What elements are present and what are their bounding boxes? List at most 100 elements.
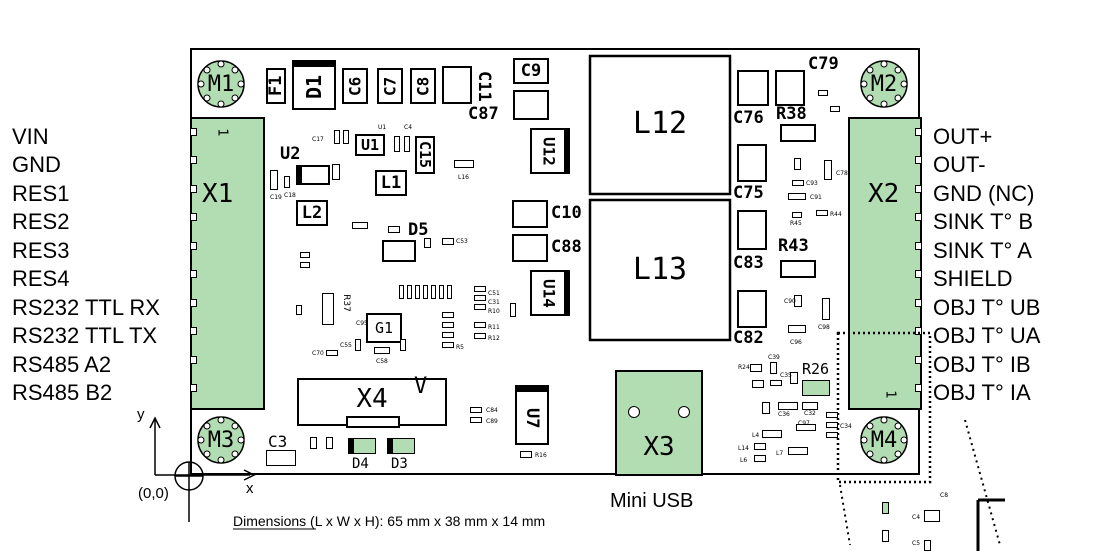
component-l2: L2 [296, 200, 328, 226]
pin-label-obj-ib: OBJ T° IB [933, 352, 1031, 377]
component-c76-pad [737, 70, 769, 106]
component-r26-body [802, 380, 830, 396]
tiny-label-c5: C5 [912, 540, 921, 547]
component-c9: C9 [513, 58, 549, 84]
pin-label-res3: RES3 [12, 238, 70, 263]
pin-label-res2: RES2 [12, 209, 70, 234]
component-l13: L13 [632, 251, 688, 287]
component-c75-label: C75 [733, 183, 764, 203]
component-r26-label: R26 [802, 360, 830, 378]
component-r38-label: R38 [776, 104, 807, 124]
component-d4-body [348, 438, 376, 454]
component-c87-pad [513, 90, 549, 120]
tiny-label-l14: L14 [738, 445, 749, 452]
pin-label-rs485-b2: RS485 B2 [12, 380, 113, 405]
component-c82-pad [737, 290, 767, 328]
tiny-label-c8: C8 [940, 492, 949, 499]
pin-label-rs232-tx: RS232 TTL TX [12, 323, 158, 348]
component-r37-label: R37 [340, 294, 351, 312]
component-l1: L1 [375, 170, 407, 196]
component-r38-pad [775, 70, 805, 106]
tiny-label-r45: R45 [790, 220, 802, 227]
component-c88-label: C88 [551, 237, 582, 257]
pin-label-sink-a: SINK T° A [933, 238, 1032, 263]
tiny-label-c95: C95 [356, 320, 368, 327]
mini-usb-label: Mini USB [610, 490, 694, 512]
connector-x1: X1 1 [190, 117, 265, 410]
tiny-label-c89: C89 [486, 418, 498, 425]
tiny-label-c51: C51 [488, 290, 500, 297]
connector-x4-key [346, 416, 400, 428]
component-c83-label: C83 [733, 253, 764, 273]
tiny-label-c90: C90 [784, 298, 796, 305]
component-c79-label: C79 [808, 54, 839, 74]
tiny-label-c91: C91 [810, 194, 822, 201]
component-u12: U12 [530, 128, 570, 174]
tiny-label-c19: C19 [270, 194, 282, 201]
tiny-label-r5: R5 [456, 344, 464, 351]
component-c10-label: C10 [551, 203, 582, 223]
component-r38-body [780, 124, 816, 142]
tiny-label-c97: C97 [798, 420, 810, 427]
pin-label-out-minus: OUT- [933, 152, 986, 177]
axis-x-label: x [246, 480, 254, 497]
component-c87-label: C87 [468, 104, 499, 124]
component-c3-label: C3 [268, 432, 288, 451]
tiny-label-r24: R24 [738, 364, 750, 371]
tiny-label-c17: C17 [312, 136, 324, 143]
tiny-label-u1: U1 [378, 124, 387, 131]
component-c3-body [266, 450, 296, 466]
mount-m1-label: M1 [207, 71, 235, 97]
pin-label-rs232-rx: RS232 TTL RX [12, 295, 160, 320]
tiny-label-c18: C18 [284, 192, 296, 199]
connector-x3: X3 [615, 370, 703, 476]
component-c76-label: C76 [733, 108, 764, 128]
component-u1: U1 [355, 134, 385, 156]
component-u2-label: U2 [280, 144, 301, 164]
pin-label-shield: SHIELD [933, 266, 1013, 291]
component-d1: D1 [292, 60, 336, 110]
component-c7: C7 [377, 68, 403, 104]
component-r43-label: R43 [778, 236, 809, 256]
mount-m4-label: M4 [870, 427, 898, 453]
component-u7: U7 [515, 385, 549, 445]
component-g1: G1 [366, 313, 402, 343]
tiny-label-c4b: C4 [912, 514, 921, 521]
pin-label-res4: RES4 [12, 266, 70, 291]
tiny-label-c31: C31 [488, 299, 500, 306]
tiny-label-c4: C4 [404, 124, 413, 131]
tiny-label-l6: L6 [740, 457, 748, 464]
tiny-label-c93: C93 [806, 180, 818, 187]
component-f1: F1 [266, 68, 286, 104]
tiny-label-c98: C98 [818, 324, 830, 331]
connector-x2-label: X2 [868, 179, 900, 209]
dimensions-value: (L x W x H): 65 mm x 38 mm x 14 mm [306, 513, 546, 529]
component-c11-pad [442, 66, 472, 104]
component-c6: C6 [342, 68, 368, 104]
component-u2-body [296, 165, 330, 185]
tiny-label-l7: L7 [776, 450, 784, 457]
pin-label-obj-ia: OBJ T° IA [933, 380, 1031, 405]
tiny-label-c96: C96 [790, 339, 802, 346]
tiny-label-c70: C70 [312, 350, 324, 357]
component-d4-label: D4 [352, 456, 369, 472]
pin-label-gnd-nc: GND (NC) [933, 181, 1035, 206]
tiny-label-c55: C55 [340, 342, 352, 349]
tiny-label-c39: C39 [768, 354, 780, 361]
component-r43-body [780, 260, 816, 278]
tiny-label-r12: R12 [488, 335, 500, 342]
tiny-label-r10: R10 [488, 308, 500, 315]
mount-m3-label: M3 [207, 427, 235, 453]
dimensions-label: Dimensions [233, 513, 307, 529]
tiny-label-r44: R44 [830, 211, 842, 218]
pin-label-vin: VIN [12, 124, 49, 149]
connector-x2: X2 1 [848, 117, 922, 410]
tiny-label-c84: C84 [486, 407, 498, 414]
tiny-label-c58: C58 [376, 358, 388, 365]
axis-origin-label: (0,0) [138, 485, 169, 502]
component-c75-pad [737, 144, 767, 182]
tiny-label-r11: R11 [488, 324, 500, 331]
pin-label-gnd: GND [12, 152, 61, 177]
component-d5-label: D5 [408, 220, 429, 240]
